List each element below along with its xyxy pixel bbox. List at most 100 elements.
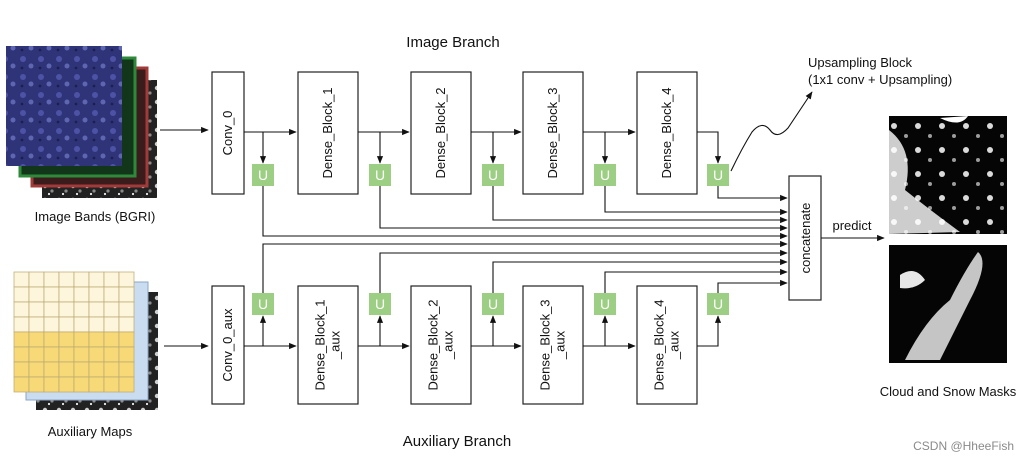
- aux-block-label-conv-0-aux: Conv_0_aux: [220, 308, 235, 381]
- aux-grid-cell: [43, 331, 60, 348]
- aux-grid-cell: [103, 316, 120, 333]
- aux-upsample-block-2-label: U: [488, 296, 498, 312]
- aux-upsample-block-3-label: U: [600, 296, 610, 312]
- aux-grid-cell: [28, 271, 45, 288]
- aux-feed-2: [492, 258, 788, 293]
- aux-block-3: [522, 285, 584, 405]
- image-branch-title: Image Branch: [406, 34, 499, 51]
- aux-grid-cell: [73, 271, 90, 288]
- aux-grid-cell: [103, 331, 120, 348]
- aux-block-label-aux: _aux: [667, 330, 682, 360]
- aux-upsample-block-1-label: U: [375, 296, 385, 312]
- aux-grid-cell: [73, 286, 90, 303]
- image-upsample-block-0-label: U: [258, 167, 268, 183]
- aux-grid-cell: [118, 376, 135, 393]
- image-upsample-block-1-label: U: [375, 167, 385, 183]
- aux-grid-cell: [43, 271, 60, 288]
- aux-grid-cell: [28, 361, 45, 378]
- aux-grid-cell: [13, 346, 30, 363]
- aux-grid-cell: [88, 376, 105, 393]
- aux-grid-cell: [118, 316, 135, 333]
- aux-tap-arrow-1: [358, 315, 384, 347]
- aux-grid-cell: [118, 331, 135, 348]
- image-upsample-block-0: [252, 164, 274, 186]
- aux-grid-cell: [73, 361, 90, 378]
- band-layer-blue: [6, 46, 122, 166]
- aux-feed-0: [262, 240, 788, 293]
- aux-grid-cell: [58, 331, 75, 348]
- aux-grid-cell: [88, 271, 105, 288]
- aux-upsample-block-1: [369, 293, 391, 315]
- image-upsample-block-3: [594, 164, 616, 186]
- upsampling-note-pointer: [730, 91, 813, 172]
- aux-grid-cell: [13, 316, 30, 333]
- aux-grid-cell: [73, 331, 90, 348]
- aux-block-1: [297, 285, 359, 405]
- aux-grid-cell: [118, 286, 135, 303]
- image-block-2: [410, 71, 472, 195]
- aux-grid-cell: [43, 346, 60, 363]
- aux-tap-arrow-0: [244, 315, 267, 347]
- image-upsample-block-4: [707, 164, 729, 186]
- aux-grid-cell: [43, 301, 60, 318]
- aux-grid-cell: [13, 376, 30, 393]
- aux-grid-cell: [13, 271, 30, 288]
- aux-feed-3: [604, 268, 788, 293]
- image-feed-1: [379, 186, 788, 232]
- image-upsample-block-1: [369, 164, 391, 186]
- aux-grid-front: [13, 271, 135, 393]
- aux-grid-cell: [58, 301, 75, 318]
- aux-tap-arrow-2: [471, 315, 497, 347]
- aux-grid-cell: [58, 316, 75, 333]
- image-block-4: [636, 71, 698, 195]
- aux-upsample-block-2: [482, 293, 504, 315]
- aux-grid-cell: [28, 286, 45, 303]
- image-upsample-block-2-label: U: [488, 167, 498, 183]
- aux-feed-1: [379, 249, 788, 293]
- aux-grid-cell: [118, 346, 135, 363]
- auxiliary-maps-stack: [13, 271, 158, 410]
- aux-grid-cell: [28, 376, 45, 393]
- aux-grid-cell: [28, 346, 45, 363]
- aux-branch-blocks: Conv_0_aux Dense_Block_1 _aux Dense_Block_2…: [211, 285, 698, 405]
- aux-grid-cell: [103, 361, 120, 378]
- aux-block-label-dense-block-3: Dense_Block_3: [538, 299, 553, 390]
- aux-grid-cell: [13, 286, 30, 303]
- aux-grid-cell: [103, 286, 120, 303]
- aux-upsample-block-4-label: U: [713, 296, 723, 312]
- aux-upsample-block-4: [707, 293, 729, 315]
- output-masks: [889, 116, 1007, 363]
- output-label: Cloud and Snow Masks: [880, 384, 1017, 399]
- aux-grid-cell: [88, 301, 105, 318]
- aux-grid-cell: [58, 361, 75, 378]
- aux-grid-cell: [13, 331, 30, 348]
- image-upsample-block-3-label: U: [600, 167, 610, 183]
- concatenate-block: [788, 175, 822, 301]
- aux-grid-cell: [43, 376, 60, 393]
- image-block-label-dense-block-4: Dense_Block_4: [659, 87, 674, 178]
- aux-grid-cell: [73, 301, 90, 318]
- image-upsample-block-4-label: U: [713, 167, 723, 183]
- aux-grid-cell: [13, 361, 30, 378]
- aux-grid-cell: [58, 346, 75, 363]
- aux-grid-cell: [58, 271, 75, 288]
- aux-grid-cell: [43, 316, 60, 333]
- aux-grid-cell: [28, 331, 45, 348]
- aux-grid-cell: [88, 286, 105, 303]
- aux-upsample-block-3: [594, 293, 616, 315]
- image-block-label-dense-block-1: Dense_Block_1: [320, 87, 335, 178]
- image-tap-arrow-4: [697, 131, 722, 164]
- aux-grid-cell: [103, 271, 120, 288]
- aux-feed-4: [717, 279, 788, 293]
- aux-grid-cell: [58, 376, 75, 393]
- aux-grid-cell: [88, 316, 105, 333]
- auxiliary-maps-label: Auxiliary Maps: [48, 424, 133, 439]
- image-tap-arrow-1: [358, 131, 384, 164]
- image-upsample-block-2: [482, 164, 504, 186]
- aux-tap-arrow-4: [697, 315, 722, 347]
- aux-block-label-dense-block-2: Dense_Block_2: [426, 299, 441, 390]
- aux-grid-cell: [28, 316, 45, 333]
- aux-block-label-dense-block-1: Dense_Block_1: [313, 299, 328, 390]
